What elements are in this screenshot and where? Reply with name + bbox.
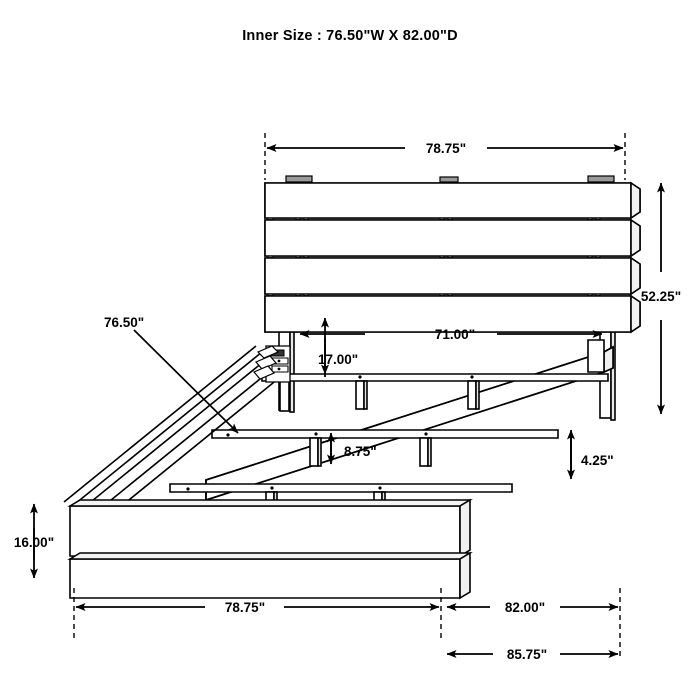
headboard-panel-2 bbox=[264, 218, 641, 261]
dim-slat-span: 71.00" bbox=[299, 327, 603, 342]
dim-label-headboard-height-right: 52.25" bbox=[641, 289, 681, 304]
page-title: Inner Size : 76.50"W X 82.00"D bbox=[242, 28, 458, 44]
bed-geometry bbox=[63, 175, 641, 600]
footboard-panel-upper bbox=[67, 498, 473, 561]
dim-label-inner-width: 76.50" bbox=[104, 315, 144, 330]
headboard-panel-3 bbox=[264, 256, 641, 299]
dim-label-headboard-width-top: 78.75" bbox=[426, 141, 466, 156]
dim-label-side-depth-bottom: 82.00" bbox=[505, 600, 545, 615]
dim-label-slat-gap: 8.75" bbox=[344, 444, 377, 459]
dim-overall-depth-bottom: 85.75" bbox=[446, 647, 619, 662]
dim-footboard-height: 16.00" bbox=[14, 503, 54, 579]
rail-bracket-connector bbox=[253, 345, 291, 383]
dim-label-slat-span: 71.00" bbox=[435, 327, 475, 342]
headboard-panel-4 bbox=[264, 294, 641, 334]
dim-inner-width-leader: 76.50" bbox=[104, 315, 239, 434]
headboard-panel-1 bbox=[264, 181, 641, 223]
slat-rail-middle bbox=[211, 429, 559, 467]
slat-rail-rear bbox=[261, 373, 609, 412]
dim-label-side-rail-height: 4.25" bbox=[581, 453, 614, 468]
headboard-top-caps bbox=[285, 175, 615, 183]
rail-post-bracket-right bbox=[587, 339, 605, 373]
dim-side-depth-bottom: 82.00" bbox=[446, 588, 621, 660]
dim-headboard-height-right: 52.25" bbox=[641, 182, 681, 415]
dim-headboard-width-top: 78.75" bbox=[264, 133, 626, 180]
dim-label-overall-depth-bottom: 85.75" bbox=[507, 647, 547, 662]
dim-side-rail-height: 4.25" bbox=[567, 429, 614, 480]
dim-slat-gap: 8.75" bbox=[327, 432, 377, 465]
dim-label-headboard-clearance: 17.00" bbox=[318, 352, 358, 367]
dim-label-footboard-width-bottom: 78.75" bbox=[225, 600, 265, 615]
dim-label-footboard-height: 16.00" bbox=[14, 535, 54, 550]
footboard-panel-lower bbox=[67, 551, 473, 600]
dimension-annotations: 78.75" 52.25" 71.00" 17.00" bbox=[14, 133, 681, 662]
dim-headboard-clearance: 17.00" bbox=[318, 317, 358, 377]
dim-footboard-width-bottom: 78.75" bbox=[73, 588, 442, 640]
